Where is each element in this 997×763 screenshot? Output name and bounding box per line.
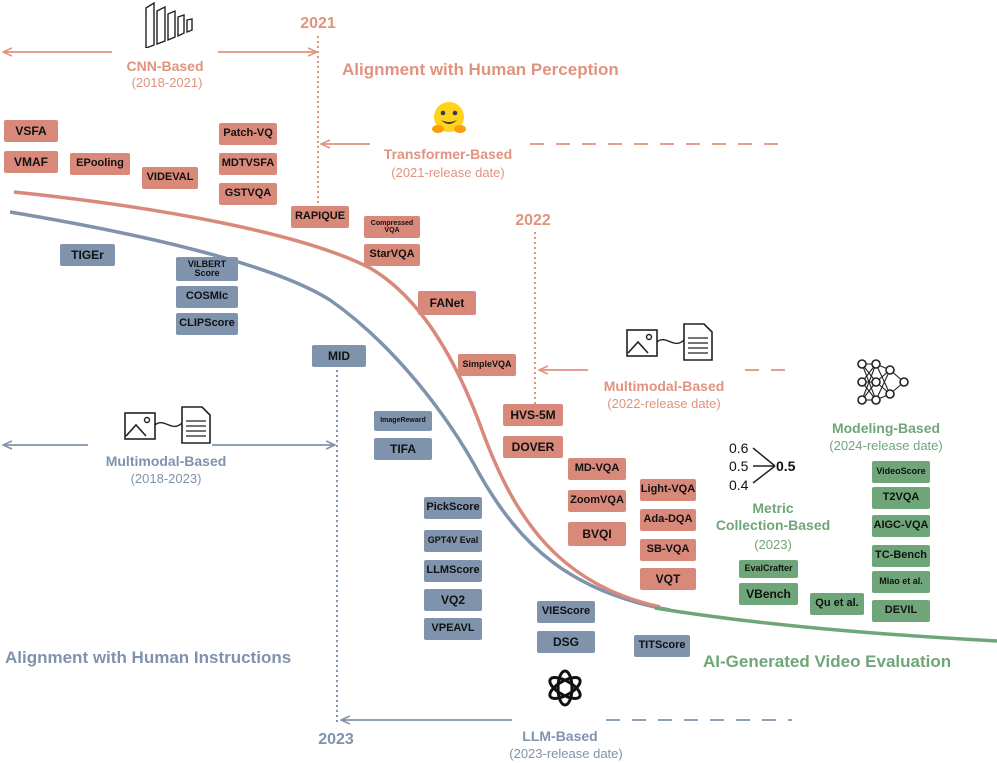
- era-cnn-title: CNN-Based: [126, 58, 204, 74]
- method-sb-vqa: SB-VQA: [640, 539, 696, 561]
- method-qu-et-al: Qu et al.: [810, 593, 864, 615]
- method-vilbert-score-line2: Score: [194, 268, 220, 278]
- method-vilbert-score-line1: ViLBERT: [187, 258, 227, 269]
- era-llm-title: LLM-Based: [522, 728, 598, 744]
- method-bvqi: BVQI: [568, 522, 626, 546]
- era-metric-date: (2023): [754, 537, 792, 552]
- heading-aigc-evaluation: AI-Generated Video Evaluation: [703, 652, 952, 671]
- green-timeline-curve: [654, 606, 997, 643]
- metric-merge-line-top: [752, 447, 776, 467]
- method-simplevqa: SimpleVQA: [458, 354, 516, 376]
- method-dover: DOVER: [503, 436, 563, 458]
- year-2022: 2022: [515, 212, 551, 229]
- method-videval: VIDEVAL: [142, 167, 198, 189]
- method-tc-bench: TC-Bench: [872, 545, 930, 567]
- cnn-layers-icon: [145, 2, 193, 48]
- method-mid: MID: [312, 345, 366, 367]
- method-md-vqa: MD-VQA: [568, 458, 626, 480]
- era-cnn-date: (2018-2021): [131, 75, 203, 90]
- method-light-vqa: Light-VQA: [640, 479, 696, 501]
- method-vq2: VQ2: [424, 589, 482, 611]
- method-gstvqa: GSTVQA: [219, 183, 277, 205]
- method-mdtvsfa: MDTVSFA: [219, 153, 277, 175]
- heading-human-perception: Alignment with Human Perception: [342, 60, 619, 79]
- metric-value-result: 0.5: [776, 458, 796, 474]
- method-epooling: EPooling: [70, 153, 130, 175]
- metric-value-middle: 0.5: [729, 458, 749, 474]
- metric-value-bottom: 0.4: [729, 477, 749, 493]
- era-metric-title-line2: Collection-Based: [715, 517, 831, 533]
- method-devil: DEVIL: [872, 600, 930, 622]
- method-viescore: VIEScore: [537, 601, 595, 623]
- pink-timeline-curve: [13, 190, 661, 609]
- method-compressed-vqa: Compressed VQA: [364, 216, 420, 238]
- blue-timeline-curve: [9, 210, 671, 612]
- method-zoomvqa: ZoomVQA: [568, 490, 626, 512]
- method-llmscore: LLMScore: [424, 560, 482, 582]
- method-titscore: TITScore: [634, 635, 690, 657]
- method-tiger: TIGEr: [60, 244, 115, 266]
- method-fanet: FANet: [418, 291, 476, 315]
- method-rapique: RAPIQUE: [291, 206, 349, 228]
- method-starvqa: StarVQA: [364, 244, 420, 266]
- method-vsfa: VSFA: [4, 120, 58, 142]
- year-2021: 2021: [300, 15, 336, 32]
- hugging-face-icon: [432, 102, 466, 133]
- method-videoscore: VideoScore: [872, 461, 930, 483]
- era-llm-date: (2023-release date): [509, 746, 623, 761]
- method-aigc-vqa: AIGC-VQA: [872, 515, 930, 537]
- method-compressed-vqa-line2: VQA: [384, 227, 400, 234]
- method-clipscore: CLIPScore: [176, 313, 238, 335]
- image-document-icon: [626, 323, 713, 361]
- method-hvs-5m: HVS-5M: [503, 404, 563, 426]
- method-miao-et-al: Miao et al.: [872, 571, 930, 593]
- method-cosmic: COSMIc: [176, 286, 238, 308]
- metric-value-top: 0.6: [729, 440, 749, 456]
- era-multimodal-2018-title: Multimodal-Based: [105, 453, 227, 469]
- era-multimodal-2022-date: (2022-release date): [607, 396, 721, 411]
- era-multimodal-2022-title: Multimodal-Based: [603, 378, 725, 394]
- method-imagereward: ImageReward: [374, 411, 432, 431]
- image-document-icon-2: [124, 406, 211, 444]
- openai-icon: [548, 669, 582, 707]
- method-patch-vq: Patch-VQ: [219, 123, 277, 145]
- era-modeling-date: (2024-release date): [829, 438, 943, 453]
- method-vpeavl: VPEAVL: [424, 618, 482, 640]
- era-modeling-title: Modeling-Based: [831, 420, 941, 436]
- era-transformer-date: (2021-release date): [391, 165, 505, 180]
- method-vmaf: VMAF: [4, 151, 58, 173]
- neural-network-icon: [857, 359, 909, 405]
- method-ada-dqa: Ada-DQA: [640, 509, 696, 531]
- era-multimodal-2018-date: (2018-2023): [130, 471, 202, 486]
- method-vqt: VQT: [640, 568, 696, 590]
- method-compressed-vqa-line1: Compressed: [370, 219, 414, 227]
- method-evalcrafter: EvalCrafter: [739, 560, 798, 578]
- method-gpt4v-eval: GPT4V Eval: [424, 530, 482, 552]
- era-metric-title-line1: Metric: [752, 500, 794, 516]
- heading-human-instructions: Alignment with Human Instructions: [5, 648, 292, 667]
- method-dsg: DSG: [537, 631, 595, 653]
- method-vbench: VBench: [739, 583, 798, 605]
- metric-merge-line-bottom: [752, 465, 776, 484]
- year-2023: 2023: [318, 731, 354, 748]
- method-tifa: TIFA: [374, 438, 432, 460]
- era-transformer-title: Transformer-Based: [383, 146, 513, 162]
- method-pickscore: PickScore: [424, 497, 482, 519]
- method-vilbert-score: ViLBERT Score: [176, 257, 238, 281]
- method-t2vqa: T2VQA: [872, 487, 930, 509]
